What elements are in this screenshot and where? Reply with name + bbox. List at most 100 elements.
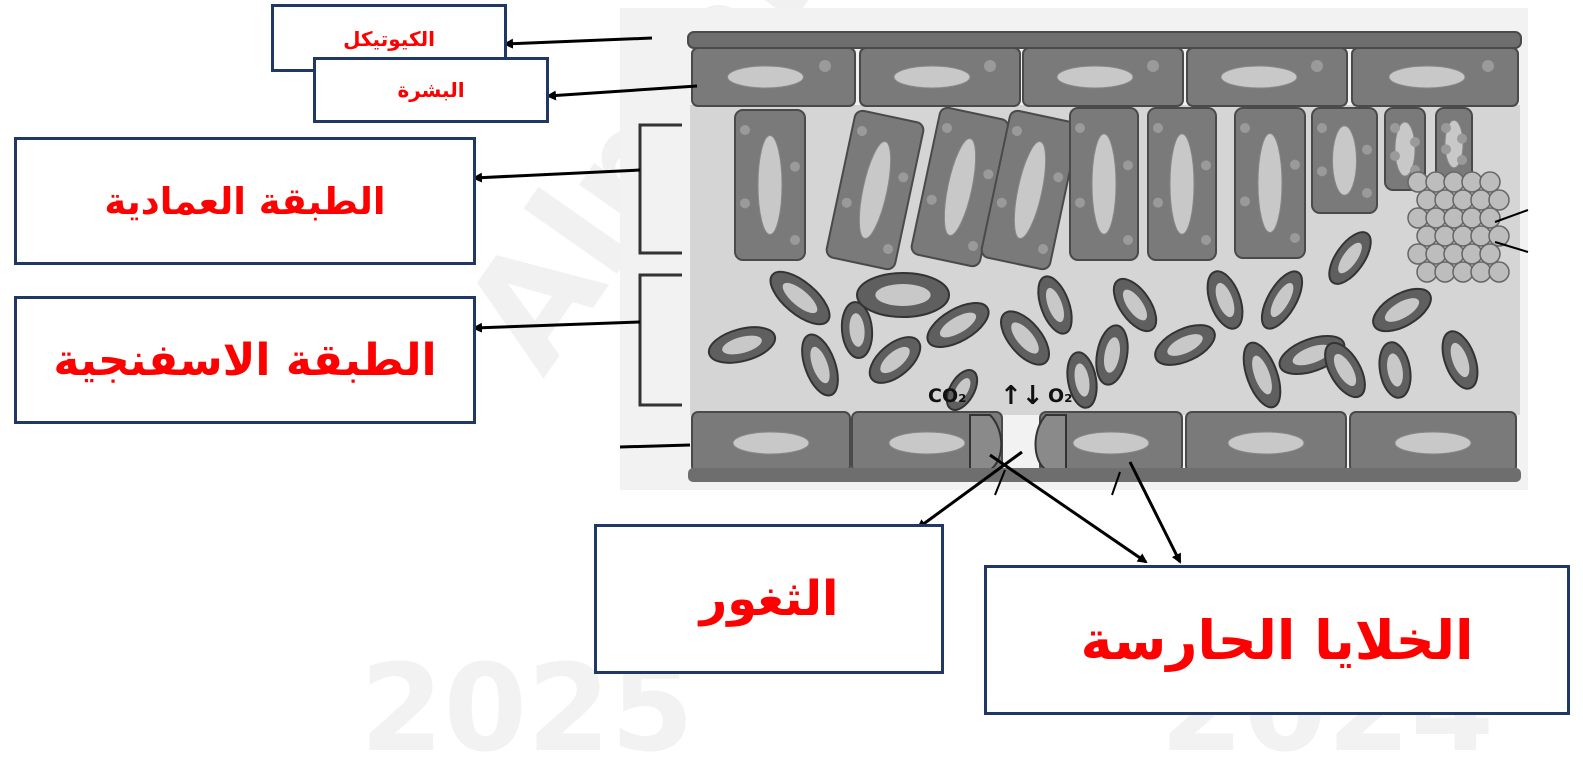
lower-epidermis bbox=[691, 411, 1517, 473]
palisade-vacuole bbox=[1013, 141, 1047, 239]
leaf-cross-section-diagram: CO₂ ↑↓ O₂ bbox=[472, 8, 1529, 564]
cluster-cell bbox=[1461, 207, 1483, 229]
epidermis-nucleus bbox=[893, 65, 971, 89]
spongy-vacuole bbox=[953, 378, 971, 402]
epidermis-label: البشرة bbox=[313, 57, 549, 123]
round-cell-cluster bbox=[1407, 171, 1510, 283]
chloroplast bbox=[1441, 144, 1451, 155]
spongy-vacuole bbox=[722, 335, 762, 355]
lower-epidermis-nucleus bbox=[1227, 431, 1305, 455]
cluster-cell bbox=[1452, 261, 1474, 283]
chloroplast bbox=[1075, 123, 1085, 133]
guard-cell-left bbox=[969, 414, 1003, 471]
palisade-arrow bbox=[472, 168, 641, 183]
cluster-cell bbox=[1470, 225, 1492, 247]
spongy-bracket bbox=[638, 273, 682, 407]
lower-epidermis-nucleus bbox=[732, 431, 810, 455]
chloroplast bbox=[740, 125, 750, 135]
chloroplast bbox=[983, 169, 994, 180]
chloroplast bbox=[1011, 126, 1022, 137]
chloroplast bbox=[1362, 144, 1372, 155]
guard-cell-arrow-1 bbox=[989, 453, 1148, 564]
chloroplast bbox=[1123, 235, 1133, 245]
spongy-vacuole bbox=[810, 346, 830, 384]
chloroplast bbox=[841, 197, 852, 208]
cluster-cell bbox=[1479, 243, 1501, 265]
epidermis-organelle bbox=[984, 60, 996, 72]
spongy-arrow bbox=[472, 320, 641, 333]
cluster-cell bbox=[1488, 189, 1510, 211]
stomata-tick bbox=[994, 469, 1006, 496]
cluster-cell bbox=[1434, 189, 1456, 211]
epidermis-organelle bbox=[1147, 60, 1159, 72]
palisade-vacuole bbox=[1332, 125, 1357, 196]
palisade-cell-group bbox=[1311, 107, 1378, 214]
chloroplast bbox=[1290, 233, 1300, 243]
lower-epidermis-line bbox=[619, 443, 691, 449]
palisade-vacuole bbox=[943, 138, 977, 236]
spongy-label: الطبقة الاسفنجية bbox=[14, 296, 476, 424]
palisade-cell-group bbox=[980, 109, 1080, 271]
palisade-layer bbox=[734, 106, 1473, 271]
palisade-cell-group bbox=[910, 106, 1010, 268]
chloroplast bbox=[1390, 151, 1400, 161]
cluster-cell bbox=[1425, 207, 1447, 229]
spongy-vacuole bbox=[1387, 353, 1403, 387]
cluster-cell bbox=[1425, 171, 1447, 193]
palisade-vacuole bbox=[1169, 133, 1195, 235]
palisade-vacuole bbox=[1394, 121, 1416, 177]
spongy-vacuole bbox=[1333, 353, 1357, 387]
cluster-cell bbox=[1461, 171, 1483, 193]
palisade-cell-group bbox=[1069, 107, 1139, 261]
palisade-label: الطبقة العمادية bbox=[14, 137, 476, 265]
palisade-cell-group bbox=[1384, 107, 1426, 191]
spongy-vacuole bbox=[849, 313, 865, 347]
cluster-cell bbox=[1443, 243, 1465, 265]
cluster-cell bbox=[1452, 225, 1474, 247]
cuticle-layer bbox=[687, 31, 1522, 49]
chloroplast bbox=[1362, 188, 1372, 198]
cluster-cell bbox=[1425, 243, 1447, 265]
cluster-cell bbox=[1407, 243, 1429, 265]
spongy-vacuole bbox=[939, 312, 977, 338]
lower-epidermis-nucleus bbox=[1394, 431, 1472, 455]
spongy-vacuole bbox=[1450, 342, 1470, 378]
spongy-vacuole bbox=[1292, 344, 1332, 366]
chloroplast bbox=[1053, 172, 1064, 183]
cluster-cell bbox=[1479, 171, 1501, 193]
cluster-cell bbox=[1407, 207, 1429, 229]
palisade-cell-group bbox=[1234, 107, 1306, 259]
stomata-label: الثغور bbox=[594, 524, 944, 674]
chloroplast bbox=[1441, 123, 1451, 133]
spongy-vacuole bbox=[1045, 287, 1065, 323]
chloroplast bbox=[1390, 123, 1400, 133]
spongy-vacuole bbox=[1103, 337, 1121, 373]
chloroplast bbox=[1153, 197, 1163, 208]
cluster-cell bbox=[1470, 261, 1492, 283]
chloroplast bbox=[1290, 159, 1300, 170]
spongy-vacuole bbox=[1167, 334, 1203, 356]
chloroplast bbox=[1075, 197, 1085, 208]
spongy-vacuole bbox=[875, 284, 931, 306]
cluster-cell bbox=[1416, 261, 1438, 283]
guard-cells-label: الخلايا الحارسة bbox=[984, 565, 1570, 715]
epidermis-arrow bbox=[546, 84, 698, 101]
spongy-layer bbox=[707, 231, 1479, 411]
chloroplast bbox=[898, 172, 909, 183]
chloroplast bbox=[1457, 155, 1467, 165]
co2-label: CO₂ bbox=[928, 385, 966, 407]
spongy-vacuole bbox=[782, 282, 818, 314]
palisade-vacuole bbox=[1444, 119, 1464, 169]
spongy-vacuole bbox=[1074, 363, 1090, 397]
chloroplast bbox=[1123, 160, 1133, 171]
chloroplast bbox=[941, 123, 952, 134]
epidermis-organelle bbox=[1311, 60, 1323, 72]
chloroplast bbox=[1317, 166, 1327, 177]
chloroplast bbox=[1201, 160, 1211, 171]
spongy-vacuole bbox=[1122, 289, 1148, 321]
chloroplast bbox=[1410, 137, 1420, 147]
chloroplast bbox=[1457, 133, 1467, 144]
chloroplast bbox=[1153, 123, 1163, 133]
chloroplast bbox=[790, 235, 800, 245]
chloroplast bbox=[996, 197, 1007, 208]
